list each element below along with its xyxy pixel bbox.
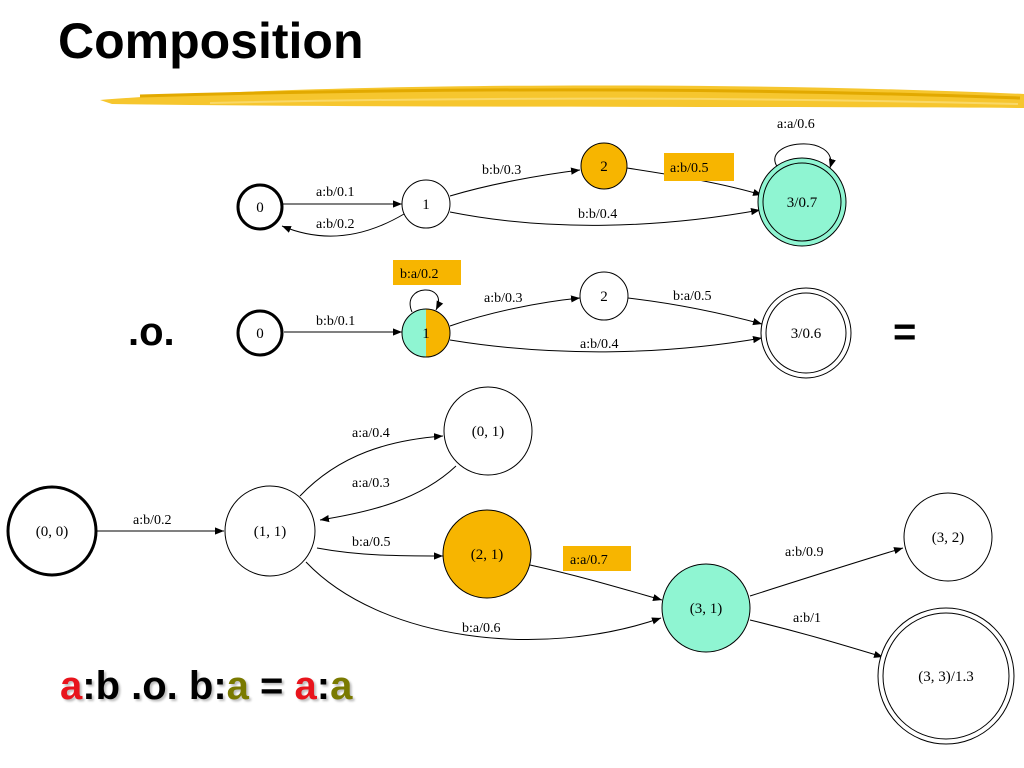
equals-operator: =	[893, 310, 916, 354]
svg-text:(3, 2): (3, 2)	[932, 530, 965, 546]
equation-middle: :b .o. b:	[82, 664, 227, 708]
fst1-state-3-final: 3/0.7	[757, 157, 847, 247]
fst1-edge-label: a:a/0.6	[777, 117, 815, 132]
fst2-edge-2-3	[627, 297, 763, 326]
svg-text:2: 2	[600, 289, 608, 305]
svg-text:(0, 0): (0, 0)	[36, 524, 69, 540]
fst1-edge-1-3	[449, 208, 761, 226]
fst1-state-2: 2	[580, 142, 628, 190]
result-state-0-1: (0, 1)	[443, 386, 533, 476]
result-edge-31-33	[749, 619, 884, 658]
equation-result-output-a: a	[330, 664, 353, 708]
result-state-3-1: (3, 1)	[661, 563, 751, 653]
fst2-state-2: 2	[579, 271, 629, 321]
result-state-3-3-final: (3, 3)/1.3	[877, 607, 1015, 745]
fst1-edge-label: a:b/0.2	[316, 217, 355, 232]
svg-text:3/0.6: 3/0.6	[791, 326, 822, 342]
fst1-edge-label: a:b/0.1	[316, 185, 355, 200]
fst1-edge-label: b:b/0.4	[578, 207, 617, 222]
result-edge-label: b:a/0.6	[462, 621, 501, 636]
fst2-state-3-final: 3/0.6	[760, 287, 852, 379]
result-edge-11-21	[316, 547, 444, 560]
fst1-state-1: 1	[401, 179, 451, 229]
result-edge-31-32	[749, 547, 904, 597]
result-edge-21-31	[529, 564, 663, 601]
svg-text:(1, 1): (1, 1)	[254, 524, 287, 540]
result-fst: a:b/0.2 a:a/0.4 a:a/0.3 b:a/0.5 a:a/0.7 …	[6, 386, 1015, 745]
fst1-edge-label: a:b/0.5	[670, 161, 709, 176]
result-edge-11-31	[305, 561, 662, 640]
fst2-edge-label: b:a/0.5	[673, 289, 712, 304]
composition-equation: a:b .o. b:a = a:a	[60, 664, 352, 709]
fst1-edge-3-3	[774, 143, 836, 169]
fst1-edge-1-0	[281, 213, 405, 237]
fst1-edge-1-2	[449, 167, 581, 197]
svg-text:0: 0	[256, 200, 264, 216]
svg-text:2: 2	[600, 159, 608, 175]
svg-text:(2, 1): (2, 1)	[471, 547, 504, 563]
svg-text:3/0.7: 3/0.7	[787, 195, 818, 211]
fst2-edge-1-2	[449, 295, 581, 327]
compose-operator: .o.	[128, 310, 175, 354]
fst2-edge-label: a:b/0.4	[580, 337, 619, 352]
equation-output-a: a	[226, 664, 249, 708]
equation-input-a: a	[60, 664, 83, 708]
equation-colon: :	[316, 664, 331, 708]
fst1-state-0: 0	[236, 183, 284, 231]
result-state-1-1: (1, 1)	[224, 485, 316, 577]
slide-title: Composition	[58, 13, 364, 69]
result-state-2-1: (2, 1)	[442, 509, 532, 599]
result-edge-11-01	[299, 433, 444, 497]
svg-text:(3, 1): (3, 1)	[690, 601, 723, 617]
result-edge-label: a:b/0.2	[133, 513, 172, 528]
fst2-edge-label: b:b/0.1	[316, 314, 355, 329]
svg-text:(0, 1): (0, 1)	[472, 424, 505, 440]
result-edge-label: a:a/0.4	[352, 426, 390, 441]
svg-text:1: 1	[422, 197, 430, 213]
fst1-edge-label: b:b/0.3	[482, 163, 521, 178]
svg-text:1: 1	[422, 326, 430, 342]
fst2-edge-label: b:a/0.2	[400, 267, 439, 282]
svg-text:0: 0	[256, 326, 264, 342]
fst2-edge-1-1	[409, 289, 444, 313]
fst2: .o. = b:b/0.1 b:a/0.2 a:b/0.3 b:a/0.5 a:…	[128, 260, 916, 379]
result-edge-label: a:a/0.3	[352, 476, 390, 491]
result-highlight-box	[563, 546, 631, 571]
result-edge-label: a:b/0.9	[785, 545, 824, 560]
fst1-highlight-box	[664, 153, 734, 181]
result-edge-label: a:a/0.7	[570, 553, 608, 568]
svg-text:(3, 3)/1.3: (3, 3)/1.3	[918, 669, 973, 685]
fst2-highlight-box	[393, 260, 461, 285]
result-edge-label: a:b/1	[793, 611, 821, 626]
result-edge-01-11	[319, 465, 457, 523]
fst2-state-1: 1	[401, 308, 451, 358]
result-edge-label: b:a/0.5	[352, 535, 391, 550]
title-underline	[100, 85, 1024, 108]
fst2-state-0: 0	[236, 309, 284, 357]
result-state-0-0: (0, 0)	[6, 485, 98, 577]
equation-result-input-a: a	[294, 664, 317, 708]
fst1: a:b/0.1 a:b/0.2 b:b/0.3 b:b/0.4 a:b/0.5 …	[236, 117, 847, 247]
result-state-3-2: (3, 2)	[903, 492, 993, 582]
fst2-edge-label: a:b/0.3	[484, 291, 523, 306]
fst2-edge-1-3	[449, 335, 763, 353]
equation-equals: =	[248, 664, 295, 708]
